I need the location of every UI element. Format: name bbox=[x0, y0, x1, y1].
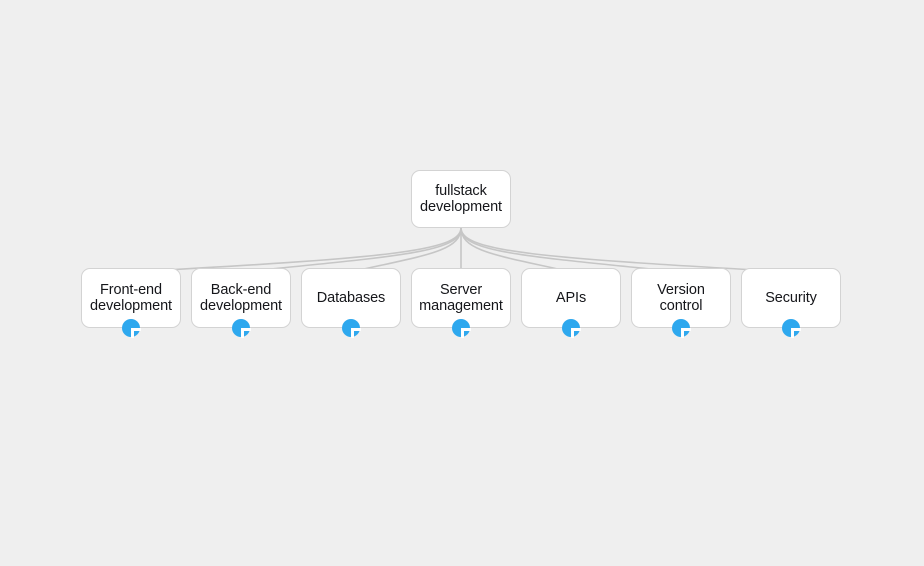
add-child-databases[interactable] bbox=[342, 319, 361, 338]
edge-connector-0 bbox=[130, 227, 462, 273]
edge-connector-2 bbox=[350, 227, 462, 273]
node-label-line2: development bbox=[200, 298, 282, 314]
edge-connector-4 bbox=[460, 227, 572, 273]
node-label-line2: control bbox=[659, 298, 703, 314]
node-label-line1: fullstack bbox=[435, 182, 487, 199]
edge-connector-5 bbox=[460, 227, 682, 273]
edge-connector-1 bbox=[240, 227, 462, 273]
node-label-line2: development bbox=[90, 298, 172, 314]
add-child-back-end-development[interactable] bbox=[232, 319, 251, 338]
node-label-security: Security bbox=[765, 290, 817, 307]
add-child-front-end-development[interactable] bbox=[122, 319, 141, 338]
node-label-apis: APIs bbox=[556, 290, 586, 307]
node-label-line1: Front-end bbox=[100, 281, 162, 298]
add-child-server-management[interactable] bbox=[452, 319, 471, 338]
add-child-apis[interactable] bbox=[562, 319, 581, 338]
node-label-line1: Back-end bbox=[210, 281, 272, 298]
edge-connector-6 bbox=[460, 227, 792, 273]
add-child-security[interactable] bbox=[782, 319, 801, 338]
node-label-line1: Databases bbox=[316, 289, 386, 306]
node-label-line1: APIs bbox=[555, 289, 587, 306]
node-label-line2: development bbox=[420, 199, 502, 215]
node-label-line1: Security bbox=[765, 289, 817, 306]
node-label-databases: Databases bbox=[316, 289, 386, 307]
node-label-line1: Server bbox=[439, 281, 483, 298]
node-label-line2: management bbox=[419, 298, 503, 314]
node-label-line1: Version bbox=[657, 281, 705, 298]
add-child-version-control[interactable] bbox=[672, 319, 691, 338]
